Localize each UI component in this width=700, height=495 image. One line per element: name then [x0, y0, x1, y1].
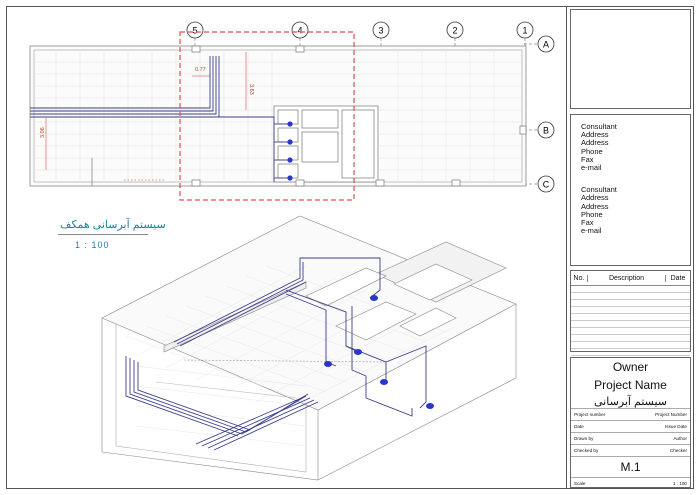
- grid-row-a: A: [524, 35, 555, 53]
- svg-text:1: 1: [522, 26, 527, 36]
- drawing-area: 5 4 3 2 1 A B C: [29, 21, 555, 481]
- plan-fixtures: [287, 121, 293, 181]
- consultant-phone: Phone: [581, 209, 603, 219]
- field-row-checked-by: Checked by Checker: [571, 444, 690, 456]
- consultant-box: Consultant Address Address Phone Fax e-m…: [570, 114, 691, 266]
- svg-text:3.06: 3.06: [40, 127, 46, 138]
- consultant-phone: Phone: [581, 146, 603, 156]
- consultant-address: Address: [581, 201, 609, 211]
- grid-row-c: C: [524, 175, 555, 193]
- svg-text:3: 3: [378, 26, 383, 36]
- floor-plan: [29, 45, 527, 187]
- revision-table: No. Description Date: [570, 270, 691, 356]
- consultant-block-1: Consultant Address Address Phone Fax e-m…: [571, 122, 690, 173]
- revision-header-no: No.: [571, 274, 588, 282]
- field-row-drawn-by: Drawn by Author: [571, 432, 690, 444]
- svg-text:A: A: [543, 40, 549, 50]
- plan-water-pipes: [30, 56, 290, 182]
- grid-column-2: 2: [446, 21, 464, 52]
- consultant-block-2: Consultant Address Address Phone Fax e-m…: [571, 186, 690, 235]
- consultant-fax: Fax: [581, 154, 594, 164]
- isometric-view: [101, 215, 517, 481]
- field-row-scale: Scale 1 : 100: [571, 477, 690, 489]
- field-row-project-number: Project number Project Number: [571, 408, 690, 420]
- consultant-address: Address: [581, 193, 609, 203]
- svg-text:C: C: [543, 180, 550, 190]
- grid-column-3: 3: [372, 21, 390, 52]
- svg-text:B: B: [543, 126, 549, 136]
- drawing-sheet-border: [6, 6, 694, 489]
- revision-header-description: Description: [588, 274, 666, 282]
- consultant-email: e-mail: [581, 226, 602, 236]
- consultant-address: Address: [581, 130, 609, 140]
- plan-scale: 1 : 100: [75, 240, 110, 250]
- detail-callout-box: [179, 31, 355, 201]
- svg-text:5: 5: [192, 26, 197, 36]
- project-info-box: Owner Project Name سیستم آبرسانی Project…: [570, 357, 691, 488]
- revision-table-header: No. Description Date: [571, 271, 690, 286]
- svg-text:2: 2: [452, 26, 457, 36]
- consultant-address: Address: [581, 138, 609, 148]
- consultant-email: e-mail: [581, 163, 602, 173]
- revision-rows: [571, 286, 690, 356]
- revision-header-date: Date: [670, 274, 686, 282]
- consultant-name: Consultant: [581, 122, 617, 131]
- project-name: Project Name: [594, 378, 667, 392]
- consultant-name: Consultant: [581, 185, 617, 195]
- sheet-number: M.1: [571, 456, 690, 477]
- isometric-water-pipes: [125, 257, 427, 451]
- grid-row-b: B: [524, 121, 555, 139]
- title-block: Consultant Address Address Phone Fax e-m…: [566, 6, 694, 489]
- owner-label: Owner: [612, 360, 649, 374]
- plan-title: سیستم آبرسانی همکف: [60, 219, 166, 231]
- svg-text:0.77: 0.77: [195, 67, 206, 73]
- plan-title-underline: [58, 234, 148, 235]
- drawing-title: سیستم آبرسانی: [593, 396, 668, 408]
- consultant-fax: Fax: [581, 218, 594, 228]
- field-row-date: Date Issue Date: [571, 420, 690, 432]
- logo-box: [570, 9, 691, 109]
- svg-text:4: 4: [297, 26, 302, 36]
- isometric-fixtures: [324, 295, 434, 409]
- dimensions: 0.77 3.63 3.06: [40, 52, 254, 170]
- svg-text:3.63: 3.63: [248, 84, 254, 95]
